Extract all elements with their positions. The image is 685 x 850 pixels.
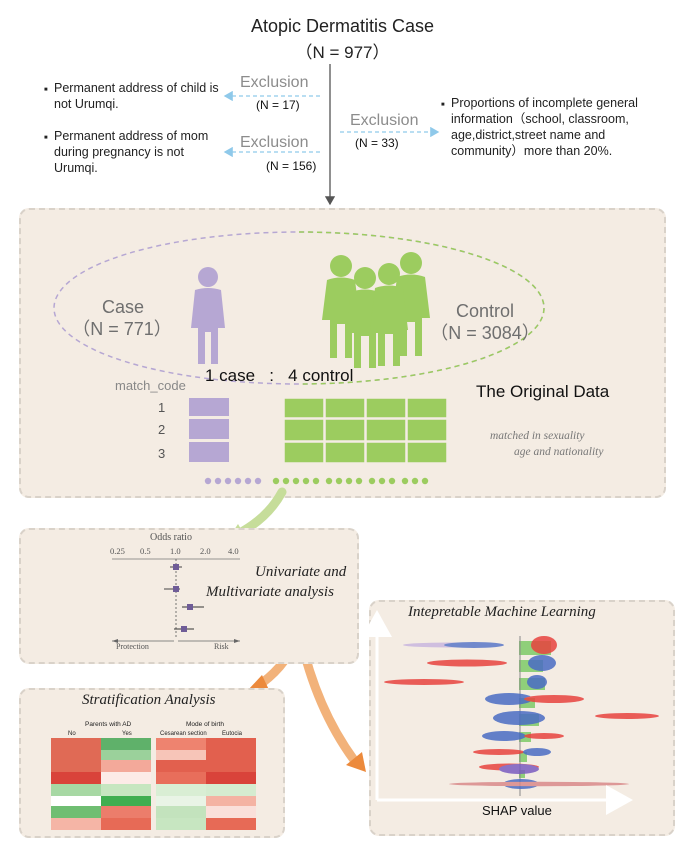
control-dots <box>272 477 429 485</box>
heatmap-left <box>51 738 151 830</box>
forest-axis-title: Odds ratio <box>150 532 192 543</box>
exclusion-count-3: (N = 33) <box>355 136 399 150</box>
heatmap-right <box>156 738 256 830</box>
original-data-title: The Original Data <box>476 382 610 401</box>
exclusion-count-1: (N = 17) <box>256 98 300 112</box>
stratification-heatmap <box>51 738 256 830</box>
forest-tick: 0.25 <box>110 546 125 556</box>
exclusion-reason-1: Permanent address of child is not Urumqi… <box>44 80 224 112</box>
forest-tick: 1.0 <box>170 546 181 556</box>
forest-tick: 2.0 <box>200 546 211 556</box>
forest-plot <box>112 558 240 643</box>
control-ellipse-right <box>298 231 545 385</box>
forest-protection-label: Protection <box>116 642 149 651</box>
case-count: （N = 771） <box>72 319 172 339</box>
case-matrix <box>189 398 229 462</box>
match-row-2: 2 <box>158 422 166 437</box>
original-data-graphic <box>53 231 545 485</box>
matched-note-line2: age and nationality <box>514 446 604 458</box>
control-children-icon <box>322 252 430 368</box>
match-row-1: 1 <box>158 400 166 415</box>
sub-yes: Yes <box>122 731 132 737</box>
forest-risk-label: Risk <box>214 642 229 651</box>
match-row-3: 3 <box>158 446 166 461</box>
total-count: （N = 977） <box>295 43 390 62</box>
shap-xlabel: SHAP value <box>482 803 552 818</box>
exclusion-count-2: (N = 156) <box>266 159 317 173</box>
match-ratio: 1 case : 4 control <box>205 366 354 385</box>
control-matrix <box>283 397 448 464</box>
group-title-parents: Parents with AD <box>85 721 132 728</box>
group-title-birth: Mode of birth <box>186 721 224 728</box>
case-dots <box>204 477 262 485</box>
forest-tick: 4.0 <box>228 546 239 556</box>
matched-note-line1: matched in sexuality <box>490 430 585 442</box>
forest-ticks: 0.25 0.5 1.0 2.0 4.0 <box>110 546 250 558</box>
control-label: Control <box>455 301 515 321</box>
match-code-header: match_code <box>115 378 186 393</box>
case-child-icon <box>191 267 225 364</box>
case-label: Case <box>101 297 145 317</box>
shap-beeswarm <box>369 610 659 815</box>
iml-title: Intepretable Machine Learning <box>408 604 596 620</box>
diagram-title: Atopic Dermatitis Case <box>250 16 435 36</box>
univariate-title-line2: Multivariate analysis <box>206 584 334 600</box>
sub-no: No <box>68 731 76 737</box>
stratification-title: Stratification Analysis <box>82 692 216 708</box>
exclusion-reason-3: Proportions of incomplete general inform… <box>441 95 671 159</box>
univariate-title-line1: Univariate and <box>255 564 347 580</box>
exclusion-label-1: Exclusion <box>240 74 309 91</box>
sub-eutocia: Eutocia <box>222 731 243 737</box>
exclusion-reason-2: Permanent address of mom during pregnanc… <box>44 128 224 176</box>
forest-tick: 0.5 <box>140 546 151 556</box>
control-count: （N = 3084） <box>430 323 540 343</box>
exclusion-label-3: Exclusion <box>350 112 419 129</box>
case-ellipse-left <box>53 231 545 385</box>
exclusion-label-2: Exclusion <box>240 134 309 151</box>
sub-cesarean: Cesarean section <box>160 731 207 737</box>
